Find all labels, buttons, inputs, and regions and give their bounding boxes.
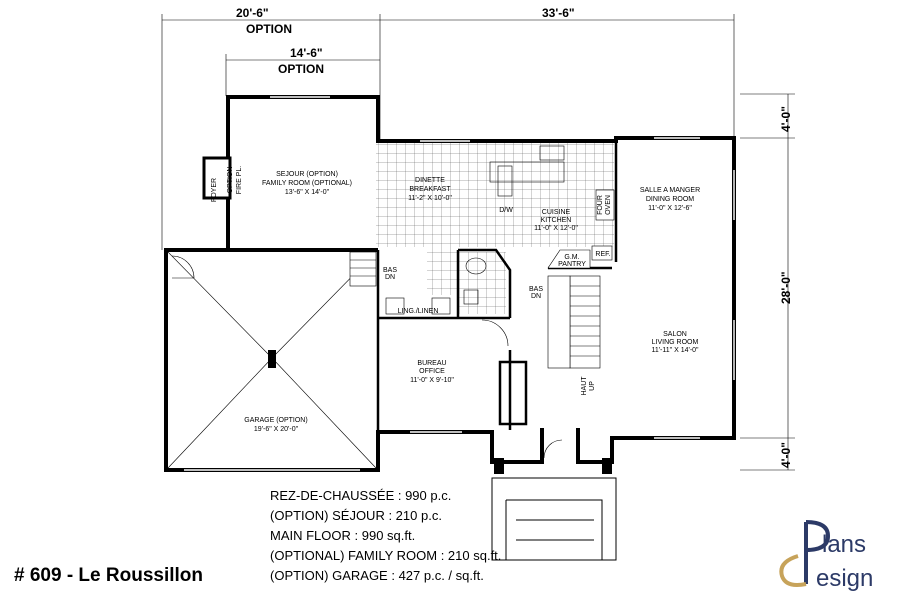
tiled-floor-kitchen: [376, 143, 614, 247]
stairs-up-label-en: UP: [589, 381, 596, 391]
dinette-size: 11'-2" X 10'-0": [408, 195, 452, 202]
sink-icon: [497, 165, 513, 197]
dim-top-inner-note: OPTION: [278, 62, 324, 76]
dim-right-upper: 4'-0": [779, 106, 793, 132]
kitchen-name-en: KITCHEN: [541, 217, 572, 224]
dim-top-left-note: OPTION: [246, 22, 292, 36]
cooktop-icon: [539, 145, 565, 161]
dinette-name: DINETTE: [415, 177, 445, 184]
dishwasher-label: D/W: [499, 207, 513, 214]
fireplace: [202, 156, 232, 200]
area-line-2: (OPTION) SÉJOUR : 210 p.c.: [270, 508, 442, 523]
garage-post: [268, 350, 276, 368]
main-stairs: [547, 275, 601, 369]
dim-right-lower: 4'-0": [779, 442, 793, 468]
family-room-size: 13'-6" X 14'-0": [285, 189, 330, 196]
garage-door-swing: [171, 255, 195, 279]
garage-name: GARAGE (OPTION): [244, 417, 307, 424]
kitchen-name: CUISINE: [542, 209, 571, 216]
office-name-en: OFFICE: [419, 368, 445, 375]
dim-top-right: 33'-6": [542, 6, 575, 20]
stairs-up-label: HAUT: [581, 376, 588, 396]
area-line-4: (OPTIONAL) FAMILY ROOM : 210 sq.ft.: [270, 548, 502, 563]
fridge-box: [591, 245, 613, 261]
office-name: BUREAU: [417, 360, 446, 367]
family-room-name: SEJOUR (OPTION): [276, 171, 338, 178]
dinette-name-en: BREAKFAST: [409, 186, 451, 193]
interior-walls: [376, 141, 618, 430]
dim-top-inner: 14'-6": [290, 46, 323, 60]
washer-icon: [385, 297, 405, 315]
area-summary: REZ-DE-CHAUSSÉE : 990 p.c. (OPTION) SÉJO…: [270, 486, 501, 586]
porch-post-right: [602, 458, 612, 474]
basin-icon: [463, 289, 479, 305]
fireplace-label: FIRE PL.: [236, 166, 243, 194]
dining-size: 11'-0" X 12'-6": [648, 205, 692, 212]
fridge-label: REF.: [595, 251, 610, 258]
basement-stairs: [349, 251, 377, 287]
pantry-label-en: PANTRY: [558, 261, 586, 268]
pantry-label: G.M.: [564, 254, 579, 261]
dim-right-middle: 28'-0": [779, 271, 793, 304]
kitchen-size: 11'-0" X 12'-0": [534, 225, 578, 232]
dryer-icon: [431, 297, 451, 315]
dim-top-left: 20'-6": [236, 6, 269, 20]
dining-name: SALLE A MANGER: [640, 187, 700, 194]
area-line-1: REZ-DE-CHAUSSÉE : 990 p.c.: [270, 488, 452, 503]
office-size: 11'-0" X 9'-10": [410, 377, 454, 384]
plan-title: # 609 - Le Roussillon: [14, 565, 203, 586]
oven-label-en: OVEN: [605, 195, 612, 215]
window-sashes: [184, 96, 735, 471]
bas-label-2: BAS: [529, 286, 543, 293]
kitchen-island: [489, 161, 565, 183]
living-name-en: LIVING ROOM: [652, 339, 699, 346]
area-line-5: (OPTION) GARAGE : 427 p.c. / sq.ft.: [270, 568, 484, 583]
logo-word-top: lans: [822, 531, 866, 558]
area-line-3: MAIN FLOOR : 990 sq.ft.: [270, 528, 416, 543]
dining-name-en: DINING ROOM: [646, 196, 694, 203]
toilet-icon: [465, 257, 487, 275]
dn-label-1: DN: [385, 274, 395, 281]
foyer-label: FOYER: [211, 178, 218, 202]
logo-word-bottom: esign: [816, 565, 873, 592]
living-name: SALON: [663, 331, 687, 338]
office-door-swing: [481, 319, 509, 347]
family-room-name-en: FAMILY ROOM (OPTIONAL): [262, 180, 352, 187]
linen-label: LING./LINEN: [398, 308, 439, 315]
porch-post-left: [494, 458, 504, 474]
oven-box: [595, 189, 615, 221]
plans-design-logo: lans esign: [779, 520, 873, 592]
living-size: 11'-11" X 14'-0": [651, 347, 699, 354]
tiled-floor-bath: [458, 252, 506, 314]
foyer-option: OPTION: [227, 167, 234, 194]
oven-label: FOUR: [597, 195, 604, 215]
pantry-box: [547, 249, 591, 269]
entrance-porch: [491, 439, 617, 561]
bas-label-1: BAS: [383, 267, 397, 274]
closet: [498, 360, 528, 426]
garage-size: 19'-6" X 20'-0": [254, 426, 299, 433]
dimension-lines: [161, 14, 795, 471]
tiled-floor-hall: [427, 247, 457, 295]
dn-label-2: DN: [531, 293, 541, 300]
